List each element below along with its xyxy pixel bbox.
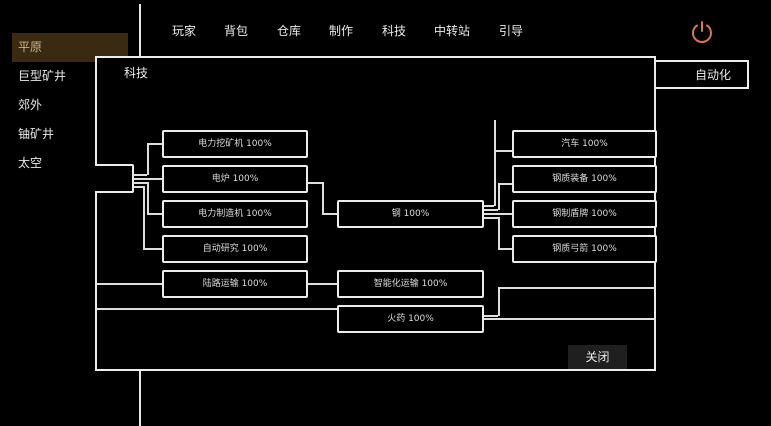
sidebar-item-outskirts[interactable]: 郊外 [12,91,128,120]
tech-node-land-transport[interactable]: 陆路运输 100% [162,270,308,298]
tech-node-label: 钢制盾牌 100% [552,209,617,219]
automation-tab[interactable]: 自动化 [656,60,749,89]
sidebar-item-giant-mine[interactable]: 巨型矿井 [12,62,128,91]
panel-title: 科技 [124,66,149,80]
tech-node-label: 钢质装备 100% [552,174,617,184]
tech-node-label: 火药 100% [387,314,434,324]
close-button[interactable]: 关闭 [568,345,627,369]
tech-node-auto-research[interactable]: 自动研究 100% [162,235,308,263]
sidebar-item-label: 巨型矿井 [18,69,67,83]
tech-node-gunpowder[interactable]: 火药 100% [337,305,484,333]
sidebar-item-label: 铀矿井 [18,127,55,141]
tech-node-electric-assembler[interactable]: 电力制造机 100% [162,200,308,228]
tab-player[interactable]: 玩家 [172,24,197,38]
tab-backpack[interactable]: 背包 [224,24,249,38]
sidebar-item-uranium-mine[interactable]: 铀矿井 [12,120,128,149]
tech-root-node [95,164,134,193]
sidebar-item-label: 郊外 [18,98,43,112]
tab-crafting[interactable]: 制作 [329,24,354,38]
tech-node-car[interactable]: 汽车 100% [512,130,657,158]
tech-node-label: 陆路运输 100% [202,279,268,289]
tech-node-label: 电力制造机 100% [198,209,272,219]
tech-node-steel-shield[interactable]: 钢制盾牌 100% [512,200,657,228]
tech-node-label: 电炉 100% [211,174,259,184]
tech-node-label: 电力挖矿机 100% [198,139,272,149]
tech-node-steel[interactable]: 钢 100% [337,200,484,228]
tab-transfer-station[interactable]: 中转站 [434,24,471,38]
sidebar-item-space[interactable]: 太空 [12,149,128,178]
sidebar-item-label: 太空 [18,156,43,170]
tech-node-label: 智能化运输 100% [373,279,448,289]
power-icon [692,21,712,43]
tab-guide[interactable]: 引导 [499,24,524,38]
tab-technology[interactable]: 科技 [382,24,407,38]
tech-node-smart-transport[interactable]: 智能化运输 100% [337,270,484,298]
tech-node-electric-furnace[interactable]: 电炉 100% [162,165,308,193]
tech-node-label: 自动研究 100% [202,244,268,254]
tech-node-label: 钢质弓箭 100% [552,244,617,254]
sidebar-item-label: 平原 [18,40,43,54]
power-button[interactable] [690,20,714,44]
tab-warehouse[interactable]: 仓库 [277,24,302,38]
tech-node-electric-miner[interactable]: 电力挖矿机 100% [162,130,308,158]
tech-node-label: 汽车 100% [561,139,608,149]
tech-node-label: 钢 100% [391,209,430,219]
tech-node-steel-equipment[interactable]: 钢质装备 100% [512,165,657,193]
tech-node-steel-bow[interactable]: 钢质弓箭 100% [512,235,657,263]
